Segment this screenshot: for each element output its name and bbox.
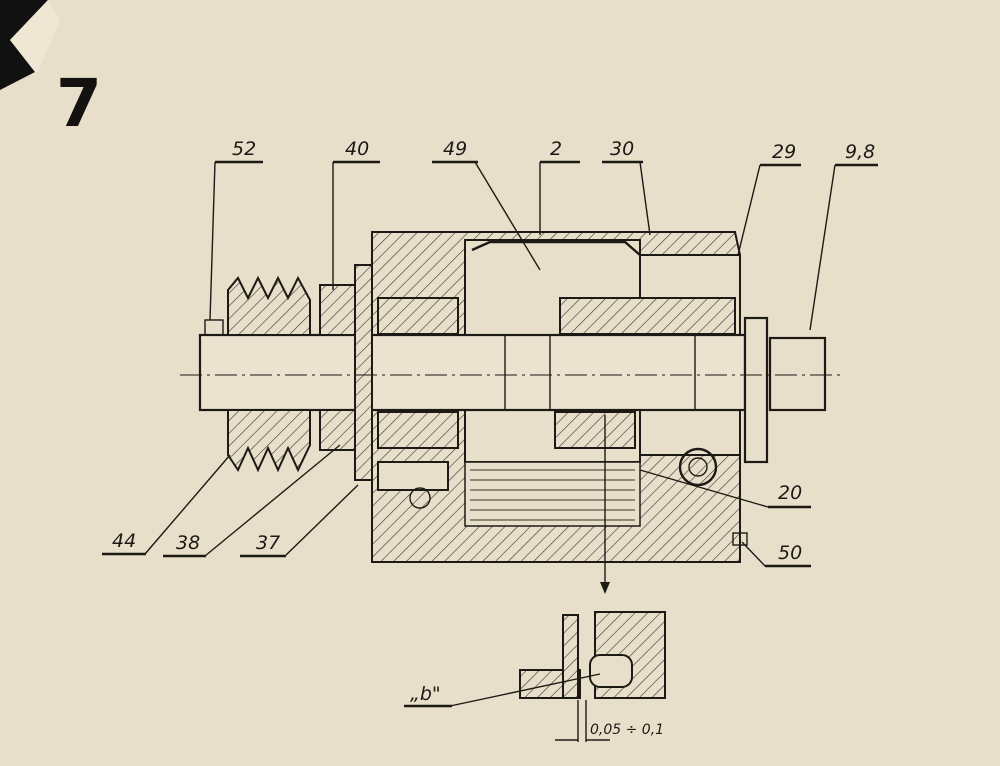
bearing-left-bottom — [377, 411, 459, 449]
label-50: 50 — [778, 542, 802, 564]
screw — [589, 654, 633, 688]
label-52: 52 — [232, 138, 256, 160]
label-37: 37 — [256, 532, 280, 554]
nut-bottom — [319, 409, 356, 451]
paper-fold — [10, 0, 60, 72]
dimension-tolerance: 0,05 ÷ 0,1 — [590, 722, 664, 738]
label-29: 29 — [772, 141, 796, 163]
label-30: 30 — [610, 138, 634, 160]
main-shaft — [198, 333, 747, 412]
torn-corner — [0, 0, 48, 90]
bolt — [377, 461, 449, 491]
section-arrow — [600, 582, 610, 594]
label-2: 2 — [550, 138, 562, 160]
pulley-bottom — [227, 409, 311, 473]
bearing-right-top — [559, 297, 736, 335]
callouts: 52 40 49 2 30 29 9,8 44 38 37 20 50 „b" — [102, 138, 878, 708]
label-40: 40 — [345, 138, 369, 160]
cover-plate — [354, 264, 373, 481]
drain-plug — [732, 532, 748, 546]
detail-b: 0,05 ÷ 0,1 — [519, 611, 666, 742]
label-44: 44 — [112, 530, 136, 552]
label-49: 49 — [443, 138, 467, 160]
nut-top — [319, 284, 356, 336]
bearing-left-top — [377, 297, 459, 335]
bearing-right-bottom — [554, 411, 636, 449]
oil-sight-glass — [678, 447, 718, 487]
pulley-top — [227, 275, 311, 336]
assembly-section — [180, 231, 845, 594]
oil-tube — [471, 240, 641, 256]
label-38: 38 — [176, 532, 200, 554]
sheet-number: 7 — [56, 65, 102, 142]
oil-sump — [464, 461, 641, 527]
shaft-end — [768, 336, 827, 412]
end-flange — [743, 316, 769, 464]
label-9-8: 9,8 — [845, 141, 875, 163]
label-20: 20 — [778, 482, 802, 504]
label-b: „b" — [410, 683, 441, 705]
